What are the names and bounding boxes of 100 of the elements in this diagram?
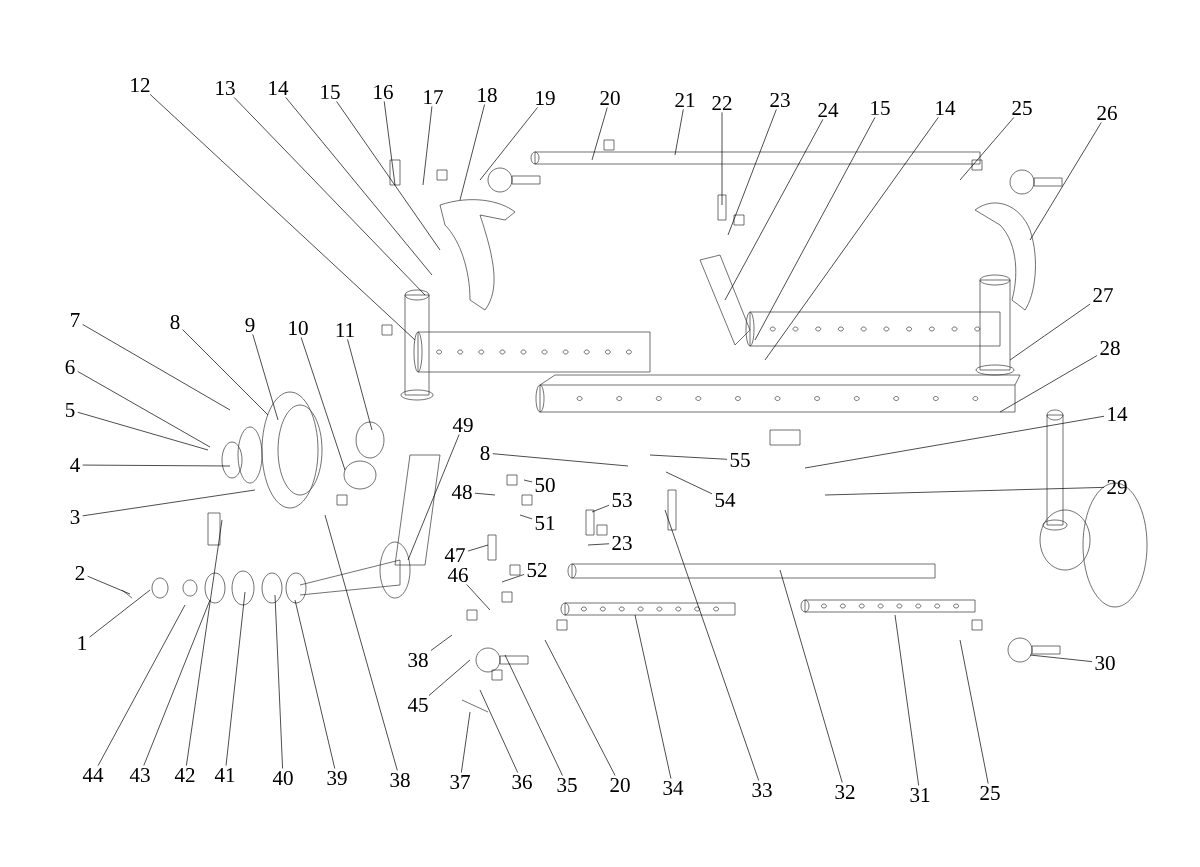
leader-line <box>77 411 209 451</box>
leader-line <box>1009 303 1091 361</box>
callout-number: 52 <box>527 562 547 578</box>
callout-number: 25 <box>980 785 1000 801</box>
callout-number: 38 <box>408 652 428 668</box>
callout-number: 51 <box>535 515 555 531</box>
leader-line <box>428 659 471 696</box>
leader-line <box>459 104 485 201</box>
callout-number: 54 <box>715 492 736 508</box>
leader-line <box>999 355 1098 413</box>
leader-line <box>721 112 723 206</box>
leader-line <box>664 509 760 781</box>
leader-line <box>591 107 608 161</box>
leader-line <box>727 109 777 236</box>
callout-number: 11 <box>336 323 354 337</box>
callout-number: 38 <box>390 772 410 788</box>
callout-number: 10 <box>289 320 308 336</box>
leader-line <box>479 689 519 773</box>
leader-line <box>665 471 713 495</box>
callout-number: 15 <box>321 84 340 100</box>
leader-line <box>1029 122 1102 241</box>
callout-number: 20 <box>610 777 630 793</box>
callout-number: 31 <box>910 787 930 803</box>
callout-number: 18 <box>478 87 497 103</box>
callout-number: 21 <box>675 93 695 107</box>
callout-number: 53 <box>612 492 632 508</box>
leader-line <box>77 371 211 448</box>
callout-number: 50 <box>535 477 555 493</box>
leader-line <box>285 97 433 276</box>
leader-line <box>143 599 211 766</box>
leader-line <box>82 464 231 467</box>
callout-number: 29 <box>1107 479 1127 495</box>
callout-number: 41 <box>214 768 235 782</box>
leader-line <box>461 711 471 773</box>
leader-line <box>89 589 151 638</box>
leader-line <box>383 101 396 186</box>
leader-line <box>149 94 416 341</box>
leader-line <box>754 117 876 341</box>
leader-line <box>894 614 920 786</box>
callout-number: 22 <box>712 96 732 110</box>
leader-line <box>959 639 989 784</box>
leader-line <box>186 519 223 766</box>
callout-number: 14 <box>1108 407 1128 421</box>
callout-number: 35 <box>557 777 577 793</box>
callout-number: 36 <box>512 774 532 790</box>
leader-line <box>82 489 256 517</box>
leader-line <box>724 119 824 301</box>
leader-line <box>182 329 269 416</box>
callout-number: 40 <box>272 770 293 786</box>
callout-number: 28 <box>1100 340 1120 356</box>
callout-number: 26 <box>1097 105 1117 121</box>
leader-line <box>430 634 453 651</box>
callout-number: 47 <box>444 548 465 562</box>
leader-line <box>1029 654 1093 662</box>
callout-number: 33 <box>752 782 772 798</box>
callout-number: 23 <box>612 535 632 551</box>
callout-number: 3 <box>70 509 80 525</box>
callout-number: 15 <box>871 100 890 116</box>
leader-line <box>591 504 610 513</box>
callout-number: 48 <box>451 484 472 500</box>
callout-number: 5 <box>65 403 75 417</box>
callout-number: 24 <box>818 103 839 117</box>
callout-number: 2 <box>75 566 85 580</box>
leader-line <box>519 514 533 520</box>
leader-line <box>779 569 843 783</box>
callout-number: 46 <box>447 567 468 583</box>
leader-line <box>82 324 231 411</box>
leader-line <box>467 544 489 552</box>
leader-line <box>587 543 610 546</box>
callout-number: 7 <box>71 313 80 327</box>
leader-line <box>479 107 538 181</box>
leader-line <box>544 639 616 776</box>
callout-number: 14 <box>269 81 289 95</box>
leader-line <box>674 109 684 156</box>
leader-line <box>501 574 525 583</box>
callout-number: 14 <box>936 101 956 115</box>
leader-line <box>504 654 563 776</box>
callout-number: 16 <box>374 84 393 100</box>
leader-line <box>824 487 1105 496</box>
callout-number: 23 <box>770 92 790 108</box>
leader-line <box>225 591 246 766</box>
leader-line <box>324 514 398 771</box>
callout-number: 12 <box>131 78 150 92</box>
callout-number: 44 <box>82 768 104 782</box>
leader-line <box>959 117 1015 181</box>
callout-number: 49 <box>452 417 473 433</box>
callout-number: 4 <box>70 458 80 472</box>
leader-line <box>336 101 441 251</box>
callout-number: 8 <box>170 314 180 330</box>
leader-line <box>300 337 346 471</box>
callout-number: 25 <box>1012 100 1032 116</box>
leader-line <box>274 594 283 769</box>
leader-line <box>649 454 728 460</box>
leader-line <box>634 614 672 779</box>
leader-line <box>764 117 939 361</box>
callout-number: 19 <box>536 90 555 106</box>
leader-line <box>804 415 1105 469</box>
callout-number: 8 <box>480 445 490 461</box>
leader-line <box>407 434 460 561</box>
leader-line <box>474 492 496 496</box>
